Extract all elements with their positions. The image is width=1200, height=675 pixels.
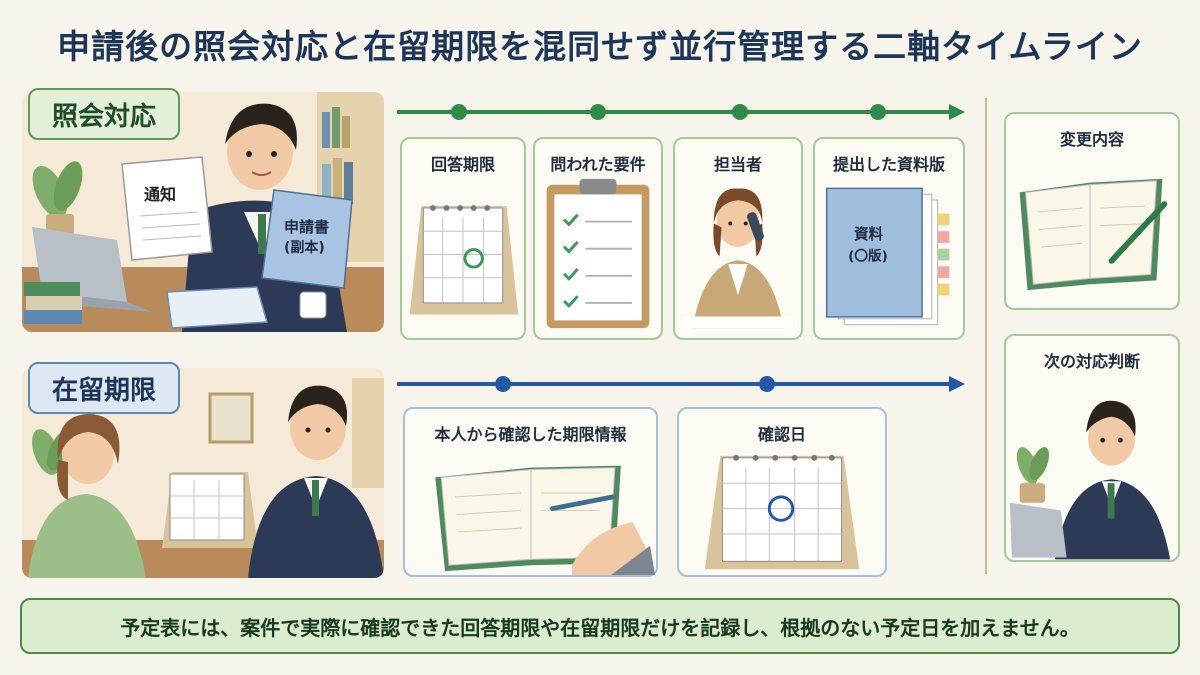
inquiry-lane-label: 照会対応 — [28, 88, 181, 140]
residence-timeline — [395, 364, 967, 404]
footer-note: 予定表には、案件で実際に確認できた回答期限や在留期限だけを記録し、根拠のない予定… — [20, 598, 1180, 654]
desk-calendar-icon — [704, 454, 860, 570]
inquiry-milestone-dot — [590, 104, 606, 120]
card-submitted-doc-version: 資料 (〇版) 提出した資料版 — [813, 137, 965, 340]
application-copy-text-line2: (副本) — [284, 239, 325, 256]
card-answer-deadline-label: 回答期限 — [430, 155, 495, 174]
card-next-action-decision-label: 次の対応判断 — [1043, 352, 1140, 371]
inquiry-timeline-arrow-icon — [949, 104, 965, 120]
staff-on-phone-icon — [682, 188, 794, 329]
residence-milestone-dot — [759, 376, 775, 392]
card-asked-requirements: 問われた要件 — [533, 137, 663, 340]
card-asked-requirements-label: 問われた要件 — [550, 155, 646, 174]
page-title: 申請後の照会対応と在留期限を混同せず並行管理する二軸タイムライン — [57, 27, 1143, 66]
residence-milestone-dot — [495, 376, 511, 392]
inquiry-milestone-dot — [451, 104, 467, 120]
residence-scene-illustration — [22, 368, 384, 578]
inquiry-milestone-dot — [732, 104, 748, 120]
document-binder-icon: 資料 (〇版) — [825, 187, 950, 326]
inquiry-timeline — [395, 92, 967, 132]
card-confirmation-date: 確認日 — [677, 407, 887, 577]
card-confirmed-deadline-info: 本人から確認した期限情報 — [403, 407, 658, 577]
residence-lane-label: 在留期限 — [28, 362, 181, 414]
card-next-action-decision: 次の対応判断 — [1004, 334, 1180, 562]
document-binder-text-line1: 資料 — [854, 225, 884, 243]
notebook-with-pen-icon — [1019, 178, 1168, 291]
card-confirmation-date-label: 確認日 — [757, 425, 806, 444]
card-person-in-charge-label: 担当者 — [713, 155, 762, 174]
card-change-details-label: 変更内容 — [1059, 130, 1124, 149]
staff-thinking-icon — [1009, 400, 1171, 560]
checklist-clipboard-icon — [546, 178, 650, 329]
card-answer-deadline: 回答期限 — [400, 137, 526, 340]
section-divider — [985, 98, 987, 574]
inquiry-scene-illustration: 通知 申請書 (副本) — [22, 92, 384, 332]
desk-calendar-icon — [409, 205, 519, 315]
open-notebook-icon — [435, 465, 655, 575]
card-person-in-charge: 担当者 — [673, 137, 803, 340]
inquiry-milestone-dot — [870, 104, 886, 120]
residence-timeline-arrow-icon — [949, 376, 965, 392]
card-submitted-doc-version-label: 提出した資料版 — [832, 155, 945, 174]
document-binder-text-line2: (〇版) — [848, 247, 888, 264]
card-change-details: 変更内容 — [1004, 112, 1180, 310]
notice-document-text: 通知 — [144, 185, 176, 204]
card-confirmed-deadline-info-label: 本人から確認した期限情報 — [434, 425, 627, 444]
application-copy-text-line1: 申請書 — [284, 218, 329, 236]
